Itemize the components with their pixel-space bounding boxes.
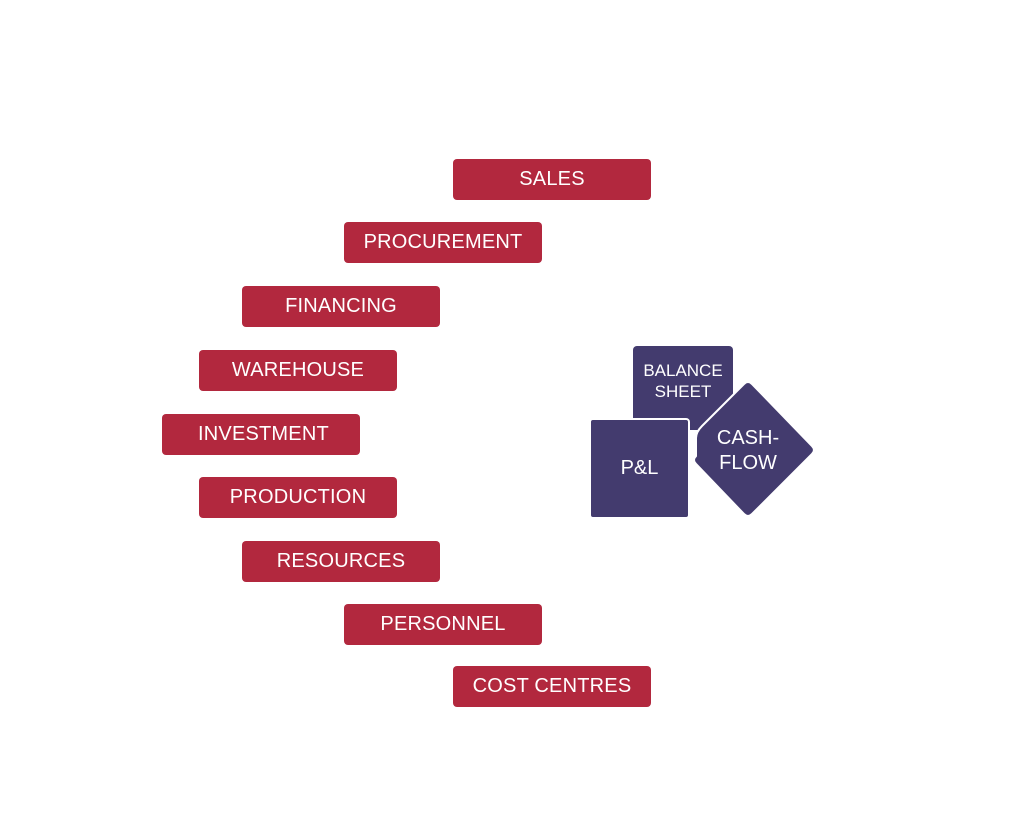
cashflow-line1: CASH- — [716, 427, 780, 449]
module-cost-centres-label: COST CENTRES — [472, 675, 632, 697]
module-personnel: PERSONNEL — [344, 604, 542, 645]
module-procurement: PROCUREMENT — [344, 222, 542, 263]
module-sales-label: SALES — [519, 168, 585, 190]
pl-label: P&L — [620, 457, 659, 479]
module-production: PRODUCTION — [199, 477, 397, 518]
module-warehouse: WAREHOUSE — [199, 350, 397, 391]
module-sales: SALES — [453, 159, 651, 200]
cashflow-line2: FLOW — [719, 452, 777, 474]
cashflow-diamond-shape — [693, 381, 815, 517]
balance-sheet-line1: BALANCE — [643, 361, 723, 380]
module-financing-label: FINANCING — [285, 295, 397, 317]
balance-sheet-line2: SHEET — [654, 382, 712, 401]
report-pl: P&L — [589, 418, 690, 519]
module-personnel-label: PERSONNEL — [380, 613, 506, 635]
module-production-label: PRODUCTION — [229, 486, 367, 508]
report-balance-sheet: BALANCE SHEET — [633, 346, 733, 430]
module-resources: RESOURCES — [242, 541, 440, 582]
module-investment: INVESTMENT — [162, 414, 360, 455]
module-investment-label: INVESTMENT — [198, 423, 329, 445]
module-warehouse-label: WAREHOUSE — [231, 359, 365, 381]
cashflow-diamond — [693, 381, 815, 517]
module-procurement-label: PROCUREMENT — [363, 231, 523, 253]
module-resources-label: RESOURCES — [276, 550, 406, 572]
module-cost-centres: COST CENTRES — [453, 666, 651, 707]
report-cashflow: CASH- FLOW — [692, 380, 816, 518]
module-financing: FINANCING — [242, 286, 440, 327]
